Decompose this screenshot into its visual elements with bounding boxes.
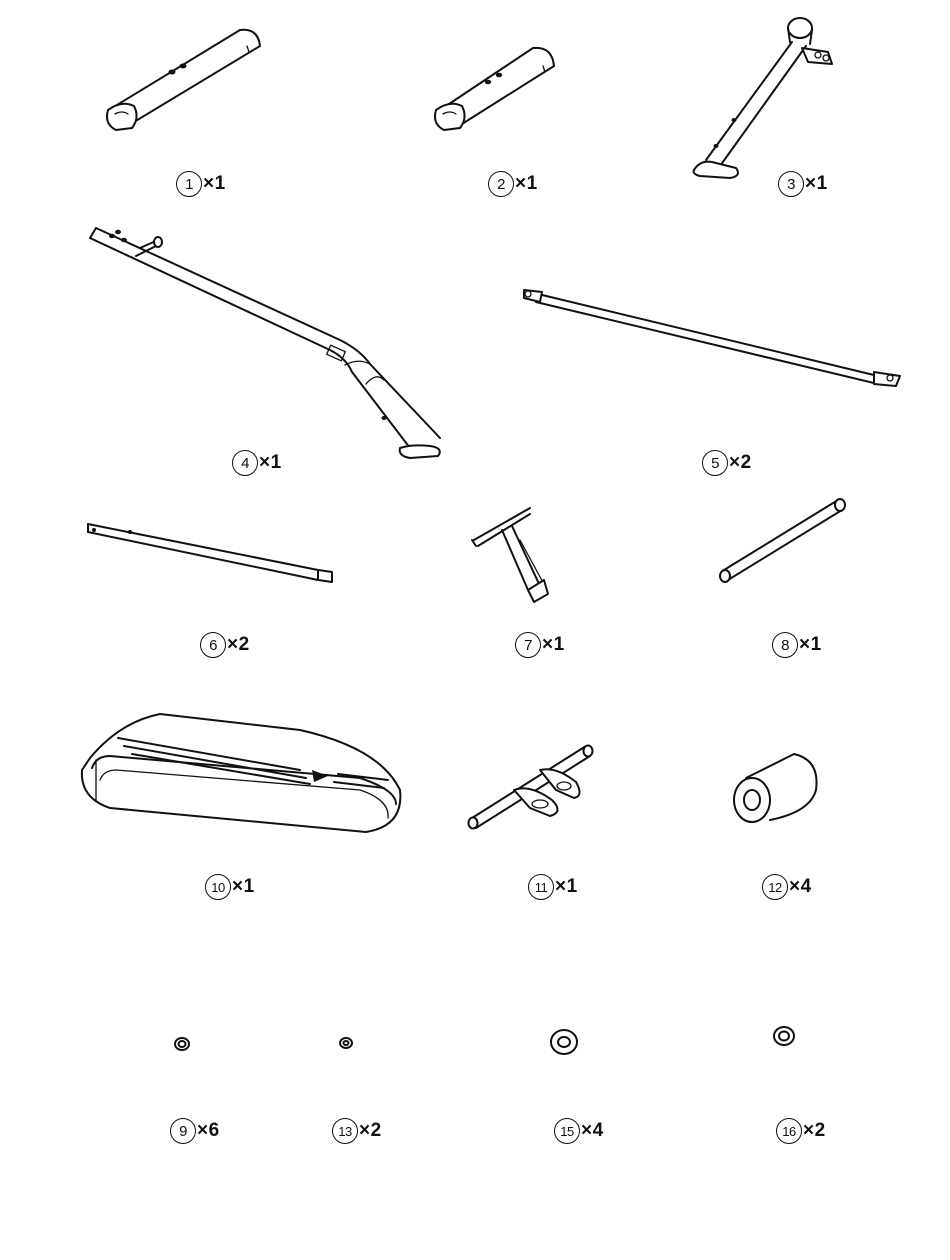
part-8-drawing: [720, 499, 845, 582]
part-quantity: ×1: [232, 876, 255, 898]
part-9-label: 9 ×6: [170, 1118, 220, 1144]
part-quantity: ×2: [803, 1120, 826, 1142]
part-13-label: 13 ×2: [332, 1118, 382, 1144]
part-10-label: 10 ×1: [205, 874, 255, 900]
part-quantity: ×2: [227, 634, 250, 656]
part-3-label: 3 ×1: [778, 171, 828, 197]
part-6-label: 6 ×2: [200, 632, 250, 658]
part-number-badge: 16: [776, 1118, 802, 1144]
part-1-drawing: [107, 30, 260, 130]
part-5-drawing: [524, 290, 900, 386]
part-11-drawing: [469, 746, 593, 829]
part-number-badge: 2: [488, 171, 514, 197]
part-quantity: ×2: [359, 1120, 382, 1142]
part-number-badge: 13: [332, 1118, 358, 1144]
part-number-badge: 1: [176, 171, 202, 197]
part-16-label: 16 ×2: [776, 1118, 826, 1144]
part-quantity: ×1: [799, 634, 822, 656]
part-16-drawing: [774, 1027, 794, 1045]
part-quantity: ×1: [515, 173, 538, 195]
part-6-drawing: [88, 524, 332, 582]
part-number-badge: 9: [170, 1118, 196, 1144]
part-quantity: ×1: [203, 173, 226, 195]
part-number-badge: 6: [200, 632, 226, 658]
part-10-drawing: [82, 714, 401, 832]
part-2-label: 2 ×1: [488, 171, 538, 197]
part-number-badge: 12: [762, 874, 788, 900]
part-3-drawing: [694, 18, 832, 178]
part-number-badge: 8: [772, 632, 798, 658]
part-quantity: ×4: [581, 1120, 604, 1142]
part-7-label: 7 ×1: [515, 632, 565, 658]
part-quantity: ×1: [542, 634, 565, 656]
part-4-label: 4 ×1: [232, 450, 282, 476]
part-13-drawing: [340, 1038, 352, 1048]
part-number-badge: 11: [528, 874, 554, 900]
part-15-drawing: [551, 1030, 577, 1054]
part-9-drawing: [175, 1038, 189, 1050]
part-quantity: ×6: [197, 1120, 220, 1142]
part-quantity: ×1: [805, 173, 828, 195]
part-1-label: 1 ×1: [176, 171, 226, 197]
part-quantity: ×2: [729, 452, 752, 474]
part-2-drawing: [435, 48, 554, 130]
part-7-drawing: [472, 508, 548, 602]
part-quantity: ×1: [555, 876, 578, 898]
part-number-badge: 10: [205, 874, 231, 900]
part-number-badge: 7: [515, 632, 541, 658]
part-number-badge: 3: [778, 171, 804, 197]
part-12-drawing: [734, 754, 817, 822]
part-15-label: 15 ×4: [554, 1118, 604, 1144]
part-12-label: 12 ×4: [762, 874, 812, 900]
part-number-badge: 4: [232, 450, 258, 476]
part-number-badge: 5: [702, 450, 728, 476]
part-quantity: ×4: [789, 876, 812, 898]
part-8-label: 8 ×1: [772, 632, 822, 658]
part-4-drawing: [90, 228, 440, 458]
part-5-label: 5 ×2: [702, 450, 752, 476]
part-11-label: 11 ×1: [528, 874, 578, 900]
part-quantity: ×1: [259, 452, 282, 474]
part-number-badge: 15: [554, 1118, 580, 1144]
